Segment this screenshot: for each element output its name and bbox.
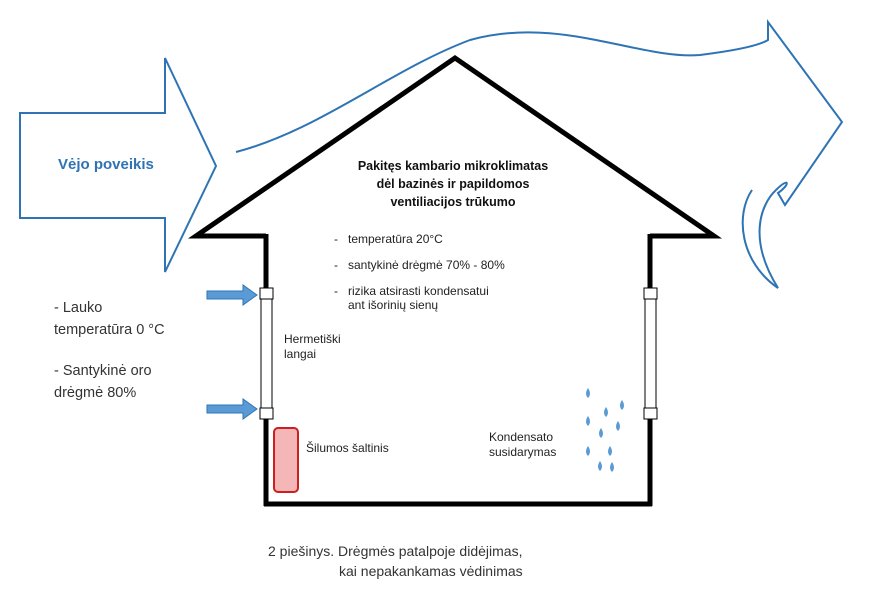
water-droplet-icon	[616, 421, 620, 431]
windows-label-line-2: langai	[284, 347, 317, 361]
arrow-right-icon	[206, 284, 258, 306]
water-droplet-icon	[598, 461, 602, 471]
house-title-line-2: dėl bazinės ir papildomos	[376, 177, 530, 191]
wind-label: Vėjo poveikis	[58, 156, 154, 173]
water-droplet-icon	[586, 446, 590, 456]
outdoor-humidity-line-1: - Santykinė oro	[54, 363, 152, 379]
window-right-bottom-latch	[643, 407, 658, 420]
wind-arrow-icon	[19, 57, 218, 273]
outdoor-temperature-line-2: temperatūra 0 °C	[54, 322, 165, 338]
house-title-line-1: Pakitęs kambario mikroklimatas	[357, 159, 549, 173]
indoor-condition-temperature: -temperatūra 20°C	[334, 232, 443, 246]
condensation-droplets	[586, 388, 624, 472]
water-droplet-icon	[610, 462, 614, 472]
window-left-bottom-latch	[259, 407, 274, 420]
outdoor-humidity-line-2: drėgmė 80%	[54, 385, 137, 401]
heat-source-icon	[273, 427, 299, 493]
condensation-label-line-2: susidarymas	[489, 445, 557, 459]
windows-label-line-1: Hermetiški	[284, 332, 341, 346]
outdoor-temperature-line-1: - Lauko	[54, 300, 103, 316]
water-droplet-icon	[586, 388, 590, 398]
indoor-condition-humidity: -santykinė drėgmė 70% - 80%	[334, 258, 505, 272]
window-left-top-latch	[259, 287, 274, 300]
water-droplet-icon	[620, 400, 624, 410]
windows-label: Hermetiški langai	[284, 332, 341, 362]
figure-caption-line-1: 2 piešinys. Drėgmės patalpoje didėjimas,	[268, 543, 523, 559]
house-outline	[187, 54, 723, 239]
indoor-condition-risk: -rizika atsirasti kondensatui ant išorin…	[334, 284, 489, 312]
window-left	[260, 295, 273, 413]
window-right-top-latch	[643, 287, 658, 300]
condensation-label: Kondensato susidarymas	[489, 430, 556, 460]
water-droplet-icon	[604, 407, 608, 417]
heat-source-label: Šilumos šaltinis	[306, 441, 389, 455]
airflow-stream-icon	[235, 18, 844, 289]
outdoor-temperature: - Lauko temperatūra 0 °C	[54, 298, 165, 340]
house-title-line-3: ventiliacijos trūkumo	[390, 195, 516, 209]
condensation-label-line-1: Kondensato	[489, 430, 554, 444]
water-droplet-icon	[608, 446, 612, 456]
water-droplet-icon	[586, 416, 590, 426]
figure-caption-line-2: kai nepakankamas vėdinimas	[339, 563, 523, 579]
arrow-right-icon	[206, 398, 258, 420]
outdoor-humidity: - Santykinė oro drėgmė 80%	[54, 361, 152, 403]
water-droplet-icon	[599, 428, 603, 438]
window-right	[644, 295, 657, 413]
house-title: Pakitęs kambario mikroklimatas dėl bazin…	[348, 157, 558, 211]
